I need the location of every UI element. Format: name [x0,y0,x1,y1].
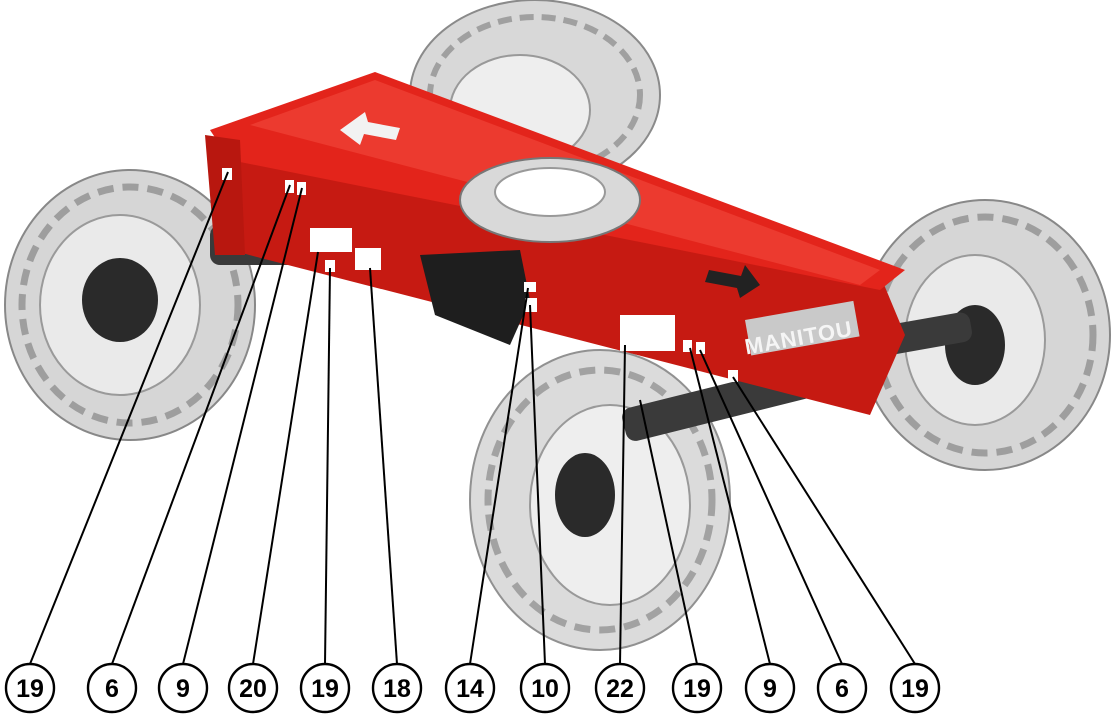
leader-line-11 [689,347,771,665]
callout-label: 20 [239,675,267,703]
callout-circle [594,662,646,714]
callout-1: 19 [4,662,56,714]
callout-2: 6 [86,662,138,714]
chassis-body: MANITOU [205,72,905,415]
callout-label: 19 [901,675,929,703]
callout-label: 19 [311,675,339,703]
leader-lines [29,171,916,665]
leader-line-7 [469,287,529,665]
callout-circle [816,662,868,714]
leader-line-6 [369,267,398,665]
callout-label: 6 [835,675,849,703]
callout-circle [444,662,496,714]
leader-line-8 [529,304,546,665]
callout-label: 19 [16,675,44,703]
leader-line-10 [639,399,698,665]
callout-circle [371,662,423,714]
callout-label: 18 [383,675,411,703]
callout-label: 19 [683,675,711,703]
callout-row: 19 6 9 20 19 18 14 10 22 19 9 6 19 [4,662,941,714]
callout-3: 9 [157,662,209,714]
callout-9: 22 [594,662,646,714]
callout-5: 19 [299,662,351,714]
callout-circle [671,662,723,714]
callout-circle [86,662,138,714]
callout-13: 19 [889,662,941,714]
callout-label: 6 [105,675,119,703]
callout-circle [889,662,941,714]
callout-7: 14 [444,662,496,714]
leader-line-5 [324,267,331,665]
leader-line-3 [182,187,303,665]
callout-6: 18 [371,662,423,714]
callout-label: 9 [176,675,190,703]
callout-label: 10 [531,675,559,703]
callout-circle [519,662,571,714]
leader-line-2 [111,184,291,665]
callout-8: 10 [519,662,571,714]
callout-4: 20 [227,662,279,714]
callout-12: 6 [816,662,868,714]
leader-line-1 [29,171,229,665]
callout-circle [299,662,351,714]
callout-circle [227,662,279,714]
callout-11: 9 [744,662,796,714]
tire-front-right [859,199,1111,471]
callout-label: 9 [763,675,777,703]
callout-circle [4,662,56,714]
callout-circle [157,662,209,714]
leader-line-12 [699,349,843,665]
callout-circle [744,662,796,714]
tire-front-left [4,169,256,441]
leader-line-9 [619,344,626,665]
callout-label: 22 [606,675,634,703]
callout-label: 14 [456,675,484,703]
leader-line-13 [732,376,916,665]
leader-line-4 [252,251,319,665]
callout-10: 19 [671,662,723,714]
